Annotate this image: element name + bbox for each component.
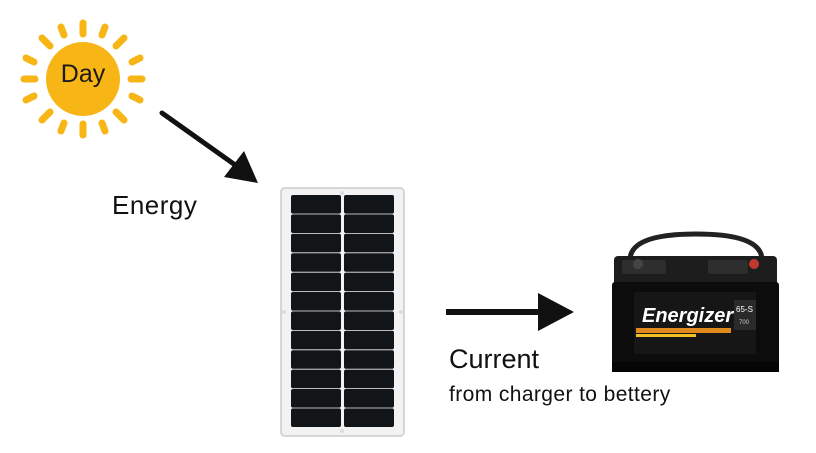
arrow-right-icon bbox=[159, 110, 258, 183]
solar-cell bbox=[291, 369, 341, 389]
solar-cell bbox=[344, 350, 394, 369]
solar-cell bbox=[291, 330, 341, 350]
solar-cell bbox=[344, 214, 394, 233]
solar-cell bbox=[344, 330, 394, 350]
car-battery-icon: Energizer 65-S 700 bbox=[612, 231, 779, 372]
solar-panel-icon bbox=[280, 187, 405, 437]
battery-brand: Energizer bbox=[642, 305, 734, 327]
solar-cell bbox=[291, 253, 341, 272]
current-sublabel: from charger to bettery bbox=[449, 383, 671, 406]
solar-cell bbox=[344, 253, 394, 272]
solar-cell bbox=[344, 369, 394, 389]
solar-cell bbox=[291, 233, 341, 253]
battery-cca: 700 bbox=[739, 320, 750, 326]
solar-cell bbox=[344, 292, 394, 311]
solar-cell bbox=[344, 272, 394, 292]
solar-cell bbox=[344, 311, 394, 330]
solar-cell bbox=[291, 311, 341, 330]
battery-model: 65-S bbox=[736, 305, 753, 314]
solar-cell bbox=[291, 389, 341, 408]
solar-cell bbox=[344, 195, 394, 214]
solar-cell bbox=[291, 214, 341, 233]
solar-cell bbox=[344, 233, 394, 253]
energy-label: Energy bbox=[112, 190, 198, 220]
solar-cell bbox=[291, 408, 341, 427]
solar-cell bbox=[344, 408, 394, 427]
sun-icon bbox=[20, 19, 146, 139]
sun-label: Day bbox=[60, 60, 106, 88]
solar-cell bbox=[291, 350, 341, 369]
arrow-right-icon bbox=[446, 293, 574, 331]
solar-cell bbox=[291, 292, 341, 311]
solar-cell bbox=[291, 195, 341, 214]
current-label: Current bbox=[449, 344, 540, 374]
solar-cell bbox=[291, 272, 341, 292]
solar-cell bbox=[344, 389, 394, 408]
